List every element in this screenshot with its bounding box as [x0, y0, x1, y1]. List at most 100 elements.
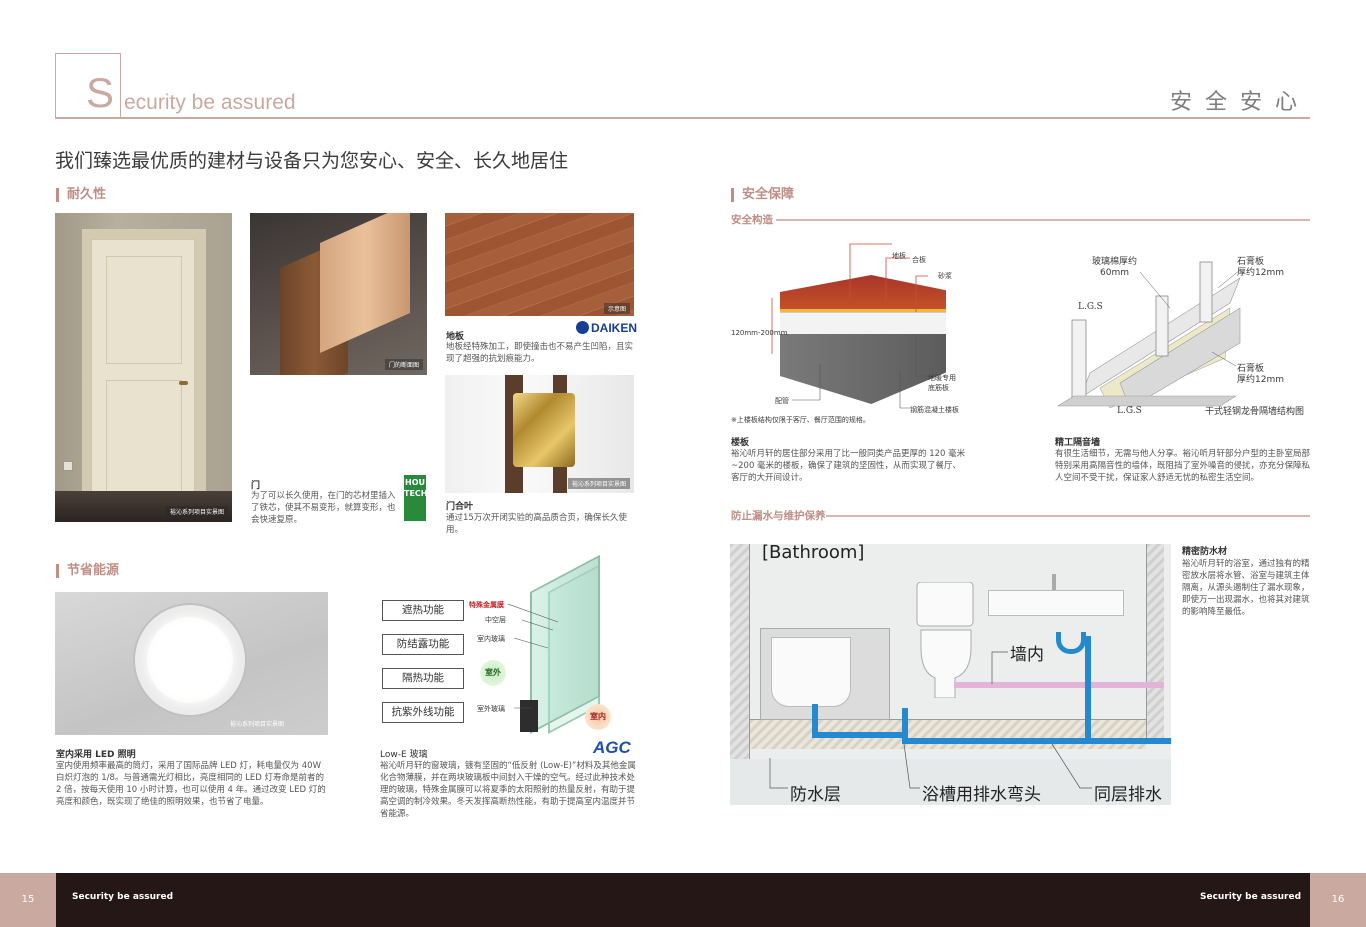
bath-label-same-floor: 同层排水	[1094, 785, 1162, 805]
door-panel-lower	[106, 380, 182, 492]
wall-caption: 干式轻钢龙骨隔墙结构图	[1205, 407, 1305, 417]
pipe-main	[902, 738, 1171, 744]
slab-heating-layer	[780, 312, 946, 334]
slab-label-floor: 地板	[892, 252, 906, 260]
toilet-icon	[916, 582, 974, 698]
bathroom-diagram: [Bathroom] 墙内 防水层 浴槽用排水弯头 同层排水	[730, 544, 1171, 805]
section-heading-safety: 安全保障	[731, 188, 794, 202]
led-text: 室内使用频率最高的筒灯，采用了国际品牌 LED 灯，耗电量仅为 40W 白炽灯泡…	[56, 761, 326, 807]
function-insulation: 隔热功能	[382, 668, 464, 689]
led-photo: 裕沁系列项目实景图	[55, 592, 328, 735]
lowe-title: Low-E 玻璃	[380, 750, 428, 760]
pipe-tub-run	[812, 732, 908, 738]
bathtub-basin	[771, 637, 851, 707]
subheading-structure: 安全构造	[731, 214, 773, 226]
bath-label-room: [Bathroom]	[762, 544, 865, 563]
function-anti-condensation: 防结露功能	[382, 634, 464, 655]
slab-label-mortar: 砂浆	[938, 272, 952, 280]
label-inner-glass: 室内玻璃	[477, 635, 505, 643]
led-title: 室内采用 LED 照明	[56, 750, 136, 760]
section-heading-energy: 节省能源	[56, 564, 119, 578]
door-title: 门	[251, 481, 261, 491]
wall-title: 精工隔音墙	[1055, 438, 1101, 448]
wall-text: 有很生活细节，无需与他人分享。裕沁听月轩部分户型的主卧室局部特别采用高隔音性的墙…	[1055, 449, 1311, 483]
page-title: 安全安心	[1169, 90, 1310, 115]
label-metal-film: 特殊金属膜	[469, 601, 504, 609]
pipe-pink	[954, 682, 1164, 688]
glass-leader-lines	[508, 603, 559, 709]
page-number-right: 16	[1310, 873, 1366, 927]
leak-divider	[826, 515, 1310, 517]
light-switch	[63, 461, 73, 471]
wall-label-lgs-top: L.G.S	[1078, 302, 1103, 312]
led-tag: 裕沁系列项目实景图	[229, 721, 284, 728]
pipe-sink-drop	[1085, 636, 1091, 740]
lowe-text: 裕沁听月轩的窗玻璃，镀有坚固的“低反射 (Low-E)”材料及其他金属化合物薄膜…	[380, 761, 636, 819]
wood-veneer	[320, 213, 410, 354]
slab-label-pipe: 配管	[775, 397, 789, 405]
label-hollow: 中空层	[485, 616, 506, 624]
bath-bottom-band	[730, 759, 1171, 805]
door-panel-upper	[106, 256, 182, 364]
slab-note: ※上楼板结构仅限于客厅、餐厅范围的规格。	[731, 416, 870, 424]
slab-leader-lines	[771, 243, 928, 409]
slab-label-concrete: 钢筋混凝土楼板	[910, 406, 959, 414]
slab-label-plywood: 合板	[912, 256, 926, 264]
pipe-tub-drop	[812, 704, 818, 738]
bath-label-waterproof: 防水层	[790, 785, 841, 805]
pipe-sink-trap	[1056, 632, 1086, 654]
floor-text: 地板经特殊加工，即使撞击也不易产生凹陷，且实现了超强的抗划痕能力。	[446, 342, 634, 364]
bath-wall-right	[1146, 544, 1164, 744]
function-uv: 抗紫外线功能	[382, 702, 464, 723]
door-photo: 裕沁系列项目实景图	[55, 213, 232, 522]
wood-section-photo: 门的断面图	[250, 213, 427, 375]
bath-wall-left	[730, 544, 750, 805]
footer-bar	[0, 873, 1366, 927]
wall-label-lgs-bottom: L.G.S	[1117, 406, 1142, 416]
daiken-logo-text: DAIKEN	[591, 321, 638, 335]
floor-photo: 示意图	[445, 213, 634, 316]
daiken-logo: DAIKEN	[576, 321, 637, 335]
structure-divider	[776, 219, 1310, 221]
slab-label-thickness: 120mm-200mm	[731, 329, 788, 337]
door-tag: 裕沁系列项目实景图	[165, 506, 228, 517]
tagline: 我们臻选最优质的建材与设备只为您安心、安全、长久地居住	[55, 150, 569, 172]
bath-label-wall-inside: 墙内	[1010, 645, 1044, 665]
houtech-logo: HOU TECH	[404, 475, 428, 521]
led-light-icon	[147, 617, 233, 703]
label-outside: 室外	[480, 660, 506, 686]
door-handle	[179, 381, 188, 385]
subheading-leak: 防止漏水与维护保养	[731, 510, 826, 522]
bathtub-icon	[760, 628, 890, 720]
door-floor	[55, 491, 232, 522]
page-number-left: 15	[0, 873, 56, 927]
bath-leader-lines	[769, 651, 1092, 789]
wall-label-glass-wool: 玻璃棉厚约 60mm	[1092, 257, 1138, 278]
logo-box	[55, 53, 121, 119]
label-outer-glass: 室外玻璃	[477, 705, 505, 713]
waterproof-text: 裕沁听月轩的浴室，通过独有的精密放水层将水管、浴室与建筑主体隔离，从源头遏制住了…	[1182, 559, 1310, 617]
faucet-icon	[1052, 574, 1056, 590]
hinge-photo: 裕沁系列项目实景图	[445, 375, 634, 493]
wall-diagram	[1056, 261, 1241, 409]
bath-label-elbow: 浴槽用排水弯头	[922, 785, 1041, 805]
wood-tag: 门的断面图	[384, 359, 423, 370]
pipe-toilet-drop	[902, 708, 908, 744]
wall-label-gypsum-top: 石膏板 厚约12mm	[1237, 257, 1284, 278]
floor-tag: 示意图	[603, 303, 630, 314]
function-heat-shield: 遮热功能	[382, 600, 464, 621]
floor-title: 地板	[446, 332, 465, 342]
footer-text-right: Security be assured	[1200, 892, 1302, 902]
hinge-icon	[513, 393, 575, 467]
logo-text: ecurity be assured	[124, 91, 296, 114]
door-leaf	[91, 239, 195, 509]
slab-text: 裕沁听月轩的居住部分采用了比一般同类产品更厚的 120 毫米~200 毫米的楼板…	[731, 449, 966, 483]
section-heading-durability: 耐久性	[56, 188, 106, 202]
door-text: 为了可以长久使用，在门的芯材里插入了铁芯，使其不易变形，就算变形，也会快速复原。	[251, 491, 396, 525]
header-divider	[55, 117, 1310, 119]
slab-label-heating: 地暖专用 底筋板	[928, 374, 956, 392]
agc-logo: AGC	[593, 738, 631, 757]
daiken-mark-icon	[576, 321, 589, 334]
led-ring	[133, 603, 247, 717]
logo-letter: S	[86, 69, 115, 116]
